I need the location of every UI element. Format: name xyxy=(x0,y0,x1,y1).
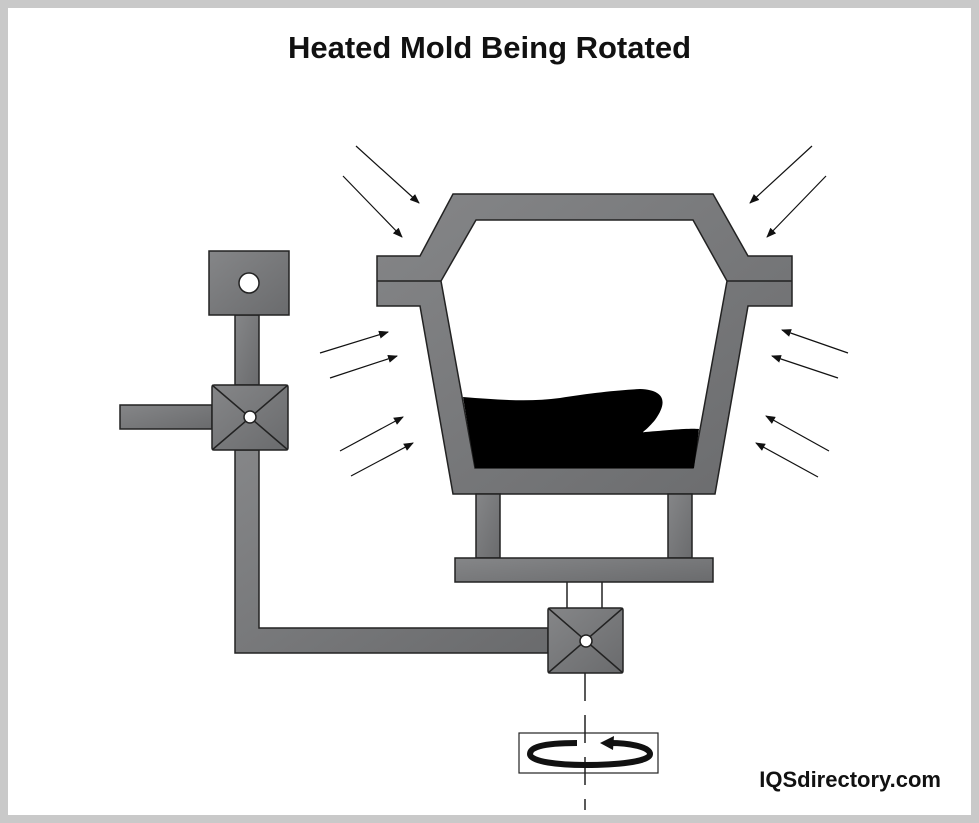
gear-center-icon xyxy=(579,634,593,648)
pivot-hole-icon xyxy=(238,272,260,294)
gear-center-icon xyxy=(243,410,257,424)
brand-watermark: IQSdirectory.com xyxy=(759,767,941,792)
heat-arrows xyxy=(319,145,849,478)
vertical-arm-upper xyxy=(234,314,260,386)
base-plate xyxy=(454,557,714,583)
input-shaft xyxy=(119,404,213,430)
molten-material xyxy=(463,389,699,468)
mold-leg-right xyxy=(667,493,693,559)
rotation-arrow-icon xyxy=(526,736,654,769)
rotation-indicator-box xyxy=(518,732,659,774)
diagram-title: Heated Mold Being Rotated xyxy=(287,30,691,65)
mold-leg-left xyxy=(475,493,501,559)
